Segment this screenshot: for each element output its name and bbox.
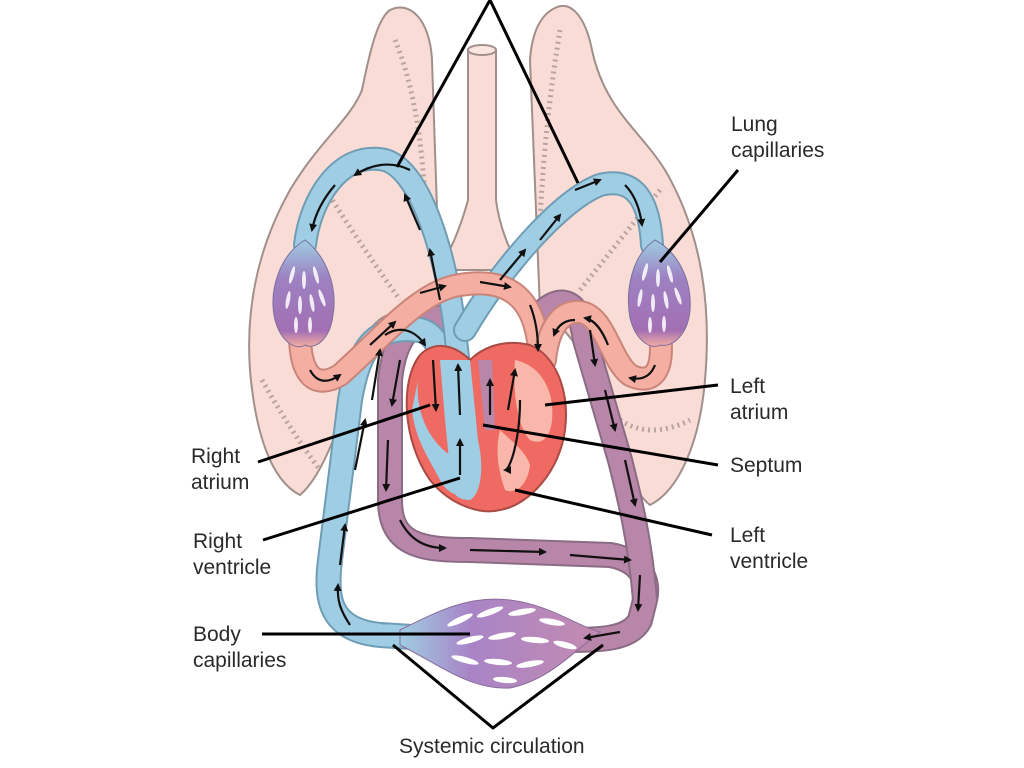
- label-lung-capillaries: Lung capillaries: [731, 113, 825, 162]
- arrow: [552, 318, 576, 337]
- arrow: [431, 359, 440, 412]
- pulmonary-circulation-bracket: [395, 0, 580, 184]
- arrow: [506, 368, 518, 411]
- arrow: [399, 519, 447, 552]
- arrow: [382, 439, 391, 492]
- arrow: [309, 184, 336, 232]
- arrow: [384, 328, 427, 347]
- right-ventricle-chamber: [440, 360, 482, 500]
- systemic-circulation-bracket: [392, 643, 604, 730]
- arrow: [333, 583, 351, 626]
- left-ventricle-chamber: [497, 430, 530, 492]
- label-right-ventricle: Right ventricle: [193, 530, 272, 579]
- arrow: [569, 553, 632, 564]
- arrow: [623, 459, 638, 507]
- label-body-capillaries: Body capillaries: [193, 623, 287, 672]
- arrow: [427, 248, 442, 301]
- arrow: [370, 348, 384, 401]
- label-right-atrium: Right atrium: [191, 445, 250, 494]
- trachea: [438, 49, 522, 271]
- arrow: [539, 213, 562, 241]
- body-capillaries-bed: [399, 598, 602, 689]
- arrow: [469, 547, 547, 556]
- systemic-artery-vessel: [377, 289, 660, 653]
- arrow: [403, 193, 422, 231]
- right-lung-capillaries: [627, 239, 691, 347]
- leader-lines: [257, 0, 740, 730]
- left-lung-capillaries: [272, 239, 335, 348]
- arrow: [583, 315, 610, 346]
- right-atrium-leader: [257, 403, 431, 464]
- arrow: [624, 184, 646, 227]
- pulmonary-veins: [288, 271, 673, 393]
- arrow: [574, 178, 602, 192]
- label-left-ventricle: Left ventricle: [730, 524, 809, 573]
- arrow: [419, 283, 447, 295]
- arrow: [454, 363, 463, 416]
- arrow: [389, 359, 402, 407]
- left-atrium-leader: [544, 383, 719, 407]
- arrow: [634, 574, 643, 612]
- arrow: [309, 369, 342, 382]
- arrow: [528, 304, 542, 352]
- right-ventricle-leader: [262, 476, 461, 542]
- trachea-opening: [467, 44, 497, 56]
- left-ventricle-leader: [514, 488, 713, 537]
- septum-leader: [482, 423, 719, 467]
- arrow: [628, 364, 657, 384]
- arrow: [338, 523, 349, 566]
- label-left-atrium: Left atrium: [730, 375, 789, 424]
- arrow: [588, 329, 599, 367]
- arrow: [499, 248, 527, 281]
- arrow: [353, 163, 411, 177]
- arrow: [479, 280, 512, 290]
- arrow: [369, 320, 397, 346]
- label-systemic-circulation: Systemic circulation: [399, 735, 585, 758]
- lung-capillaries-leader: [658, 169, 740, 263]
- label-septum: Septum: [730, 454, 803, 477]
- arrow: [583, 630, 621, 641]
- arrow: [503, 399, 522, 474]
- left-atrium-chamber: [514, 360, 553, 442]
